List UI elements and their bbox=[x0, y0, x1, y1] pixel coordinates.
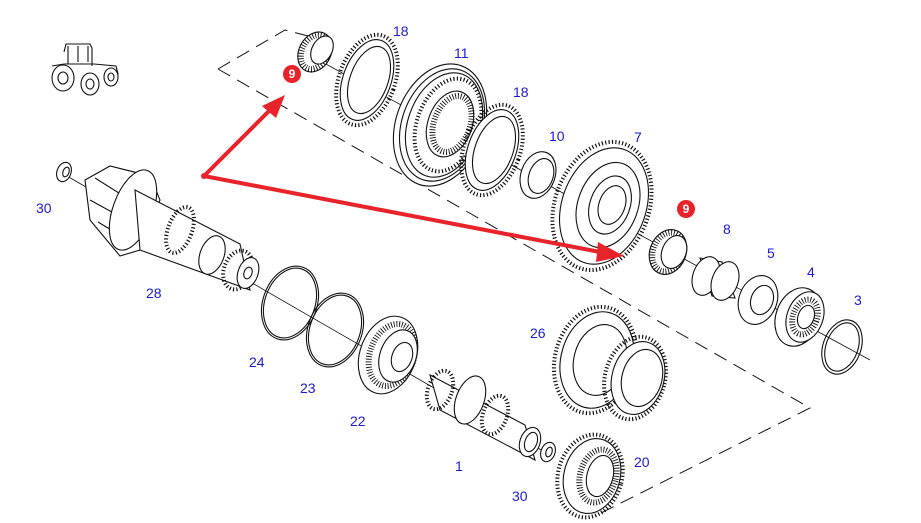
spacer-ring-10 bbox=[519, 151, 557, 199]
arrowhead-lower bbox=[596, 242, 624, 262]
callout-3[interactable]: 3 bbox=[854, 292, 862, 308]
double-gear-26 bbox=[551, 304, 668, 422]
arrow-to-upper-9 bbox=[202, 106, 274, 178]
gear-7 bbox=[550, 139, 654, 273]
gear-20 bbox=[555, 432, 625, 520]
callout-22[interactable]: 22 bbox=[350, 413, 366, 429]
highlight-badge-part-9-upper[interactable]: 9 bbox=[283, 65, 301, 83]
arrowhead-upper bbox=[262, 95, 285, 118]
pinion-shaft-28 bbox=[84, 165, 260, 292]
spacer-ring-5 bbox=[737, 275, 779, 325]
ball-bearing-4 bbox=[774, 287, 825, 347]
roller-bearing-22 bbox=[357, 315, 419, 395]
callout-4[interactable]: 4 bbox=[807, 264, 815, 280]
highlight-badge-part-9-lower[interactable]: 9 bbox=[677, 200, 695, 218]
callout-18-lower[interactable]: 18 bbox=[513, 84, 529, 100]
shaft-1 bbox=[424, 368, 542, 462]
needle-bearing-9-upper bbox=[297, 31, 334, 73]
callout-28[interactable]: 28 bbox=[146, 285, 162, 301]
callout-18-upper[interactable]: 18 bbox=[393, 23, 409, 39]
bearing-30-left bbox=[56, 161, 72, 183]
callout-23[interactable]: 23 bbox=[300, 380, 316, 396]
callout-7[interactable]: 7 bbox=[634, 129, 642, 145]
ring-23 bbox=[305, 292, 365, 368]
bushing-8 bbox=[691, 256, 740, 301]
callout-20[interactable]: 20 bbox=[634, 454, 650, 470]
synchronizer-ring-18-lower bbox=[459, 102, 525, 198]
arrow-origin bbox=[201, 173, 207, 179]
circlip-24 bbox=[260, 265, 320, 341]
callout-1[interactable]: 1 bbox=[455, 458, 463, 474]
callout-11[interactable]: 11 bbox=[454, 45, 469, 61]
tractor-icon bbox=[51, 43, 119, 96]
callout-26[interactable]: 26 bbox=[530, 325, 546, 341]
circlip-3 bbox=[821, 319, 863, 375]
callout-30-lower[interactable]: 30 bbox=[512, 488, 528, 504]
synchronizer-ring-18-upper bbox=[334, 32, 400, 128]
callout-5[interactable]: 5 bbox=[767, 245, 775, 261]
highlight-arrows bbox=[201, 95, 624, 262]
arrow-to-lower-9 bbox=[203, 174, 601, 254]
callout-24[interactable]: 24 bbox=[249, 354, 265, 370]
needle-bearing-9-lower bbox=[648, 229, 688, 275]
callout-8[interactable]: 8 bbox=[723, 221, 731, 237]
bearing-30-lower bbox=[540, 441, 556, 463]
callout-30-left[interactable]: 30 bbox=[36, 200, 52, 216]
callout-10[interactable]: 10 bbox=[549, 128, 565, 144]
